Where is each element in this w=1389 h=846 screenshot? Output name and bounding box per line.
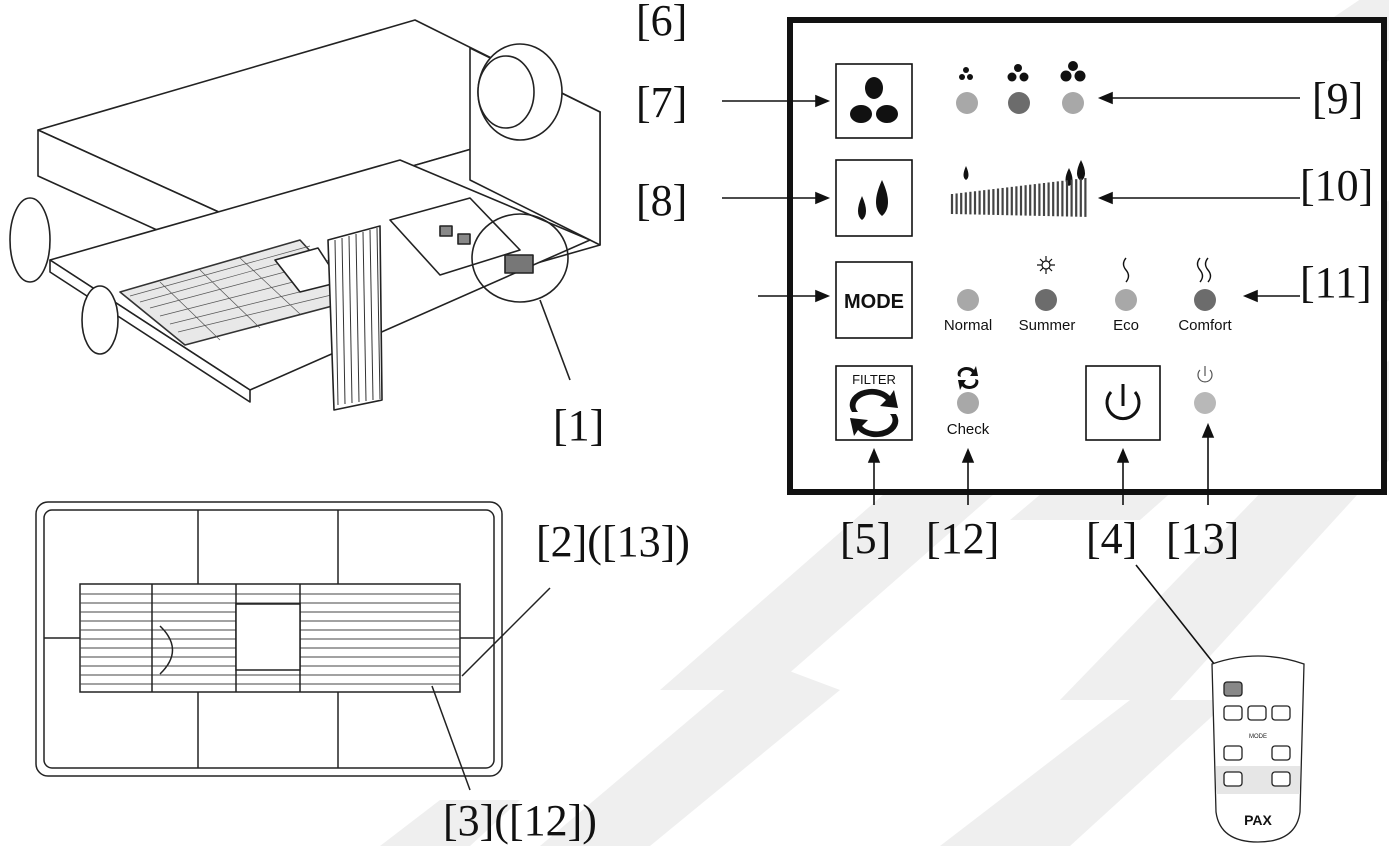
remote-fan-high-button[interactable]: [1271, 705, 1291, 721]
small-refresh-icon: [957, 366, 979, 390]
mode-label-comfort: Comfort: [1178, 317, 1232, 334]
mode-label-summer: Summer: [1019, 317, 1076, 334]
remote-fan-mid-button[interactable]: [1247, 705, 1267, 721]
callout-9: [9]: [1312, 74, 1363, 123]
fan-led-low: [956, 92, 978, 114]
power-button[interactable]: [1085, 365, 1161, 441]
callout-1: [1]: [553, 401, 604, 450]
callout-8: [8]: [636, 176, 687, 225]
mode-led-summer: [1035, 289, 1057, 311]
fan-button[interactable]: [835, 63, 913, 139]
callout-3: [3]([12]): [443, 796, 597, 845]
fan-led-high: [1062, 92, 1084, 114]
fan-large-icon: [1060, 61, 1086, 82]
check-label: Check: [947, 421, 990, 438]
callout-7: [7]: [636, 78, 687, 127]
fan-small-icon: [959, 67, 973, 80]
remote-filter-button[interactable]: [1271, 771, 1291, 787]
remote-brand-logo: PAX: [1244, 812, 1272, 828]
callout-13: [13]: [1166, 514, 1239, 563]
callout-10: [10]: [1300, 161, 1373, 210]
remote-info-button[interactable]: [1223, 771, 1243, 787]
sun-icon: [1037, 256, 1055, 274]
callout-4: [4]: [1086, 514, 1137, 563]
remote-control: MODE PAX: [1211, 655, 1305, 843]
mode-label-normal: Normal: [944, 317, 992, 334]
mode-label-eco: Eco: [1113, 317, 1139, 334]
callout-5: [5]: [840, 514, 891, 563]
fan-led-medium: [1008, 92, 1030, 114]
fan-medium-icon: [1007, 64, 1029, 82]
power-small-icon: [1197, 366, 1213, 383]
droplet-icon: [858, 180, 888, 220]
callout-12: [12]: [926, 514, 999, 563]
remote-fan-low-button[interactable]: [1223, 705, 1243, 721]
mode-led-comfort: [1194, 289, 1216, 311]
comfort-wave-icon: [1196, 257, 1212, 283]
callout-6: [6]: [636, 0, 687, 45]
mode-led-eco: [1115, 289, 1137, 311]
mode-leds: Normal Summer Eco Comfort: [944, 256, 1233, 334]
remote-timer-button[interactable]: [1271, 745, 1291, 761]
eco-wave-icon: [1122, 257, 1130, 283]
filter-check-led: Check: [947, 366, 990, 438]
filter-refresh-icon: [849, 388, 899, 438]
fan-icon: [850, 77, 898, 123]
power-icon: [1105, 384, 1141, 421]
unit-bottom-view: [35, 501, 551, 791]
remote-mode-caption: MODE: [1249, 734, 1267, 740]
mode-button[interactable]: MODE: [835, 261, 913, 339]
remote-power-button[interactable]: [1223, 681, 1243, 697]
droplet-small-icon: [963, 166, 969, 180]
remote-mode-button[interactable]: [1223, 745, 1243, 761]
humidity-bar: [950, 160, 1087, 217]
mode-button-label: MODE: [844, 291, 904, 313]
callout-arrows: [722, 91, 1300, 685]
filter-button[interactable]: FILTER: [835, 365, 913, 441]
humidity-button[interactable]: [835, 159, 913, 237]
filter-button-label: FILTER: [852, 372, 896, 387]
callout-labels: [6] [7] [8] [9] [10] [11] [1] [5] [12] […: [443, 0, 1373, 845]
callout-2: [2]([13]): [536, 517, 690, 566]
mode-led-normal: [957, 289, 979, 311]
unit-3d-drawing: [9, 19, 601, 411]
callout-11: [11]: [1300, 258, 1372, 307]
fan-speed-leds: [956, 61, 1086, 114]
power-led: [1194, 366, 1216, 414]
